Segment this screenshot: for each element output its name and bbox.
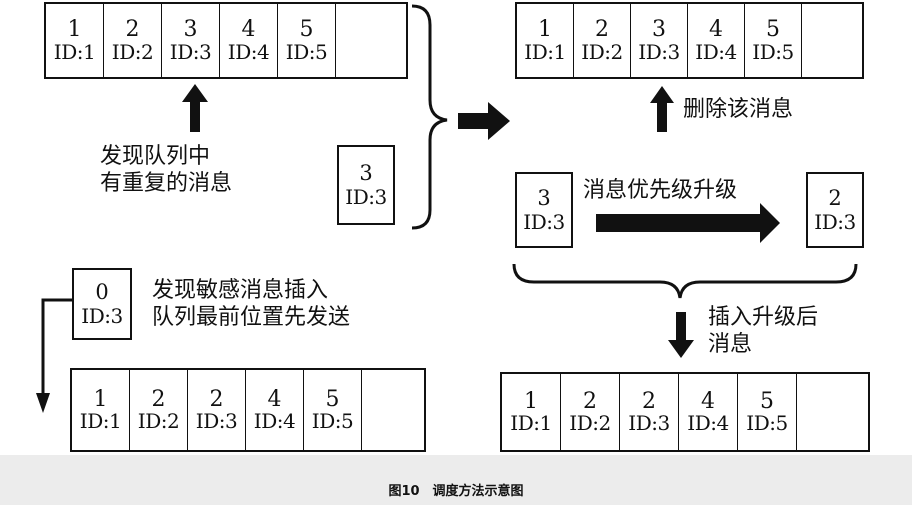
bottom-brace-icon — [512, 263, 858, 299]
right-brace-icon — [411, 4, 448, 230]
caption-bar — [0, 455, 912, 505]
right-arrow-icon — [458, 102, 510, 140]
right-arrow-icon — [596, 203, 780, 243]
found-duplicate-label: 发现队列中 有重复的消息 — [100, 144, 233, 196]
down-arrow-icon — [668, 312, 694, 358]
down-arrow-icon — [36, 393, 50, 413]
insert-upgraded-label: 插入升级后 消息 — [708, 305, 819, 357]
diagram-arrows — [36, 4, 858, 413]
priority-upgrade-label: 消息优先级升级 — [583, 178, 738, 203]
up-arrow-icon — [650, 86, 674, 132]
figure-caption: 图10 调度方法示意图 — [388, 484, 524, 499]
elbow-connector-line — [41, 298, 72, 395]
up-arrow-icon — [182, 84, 208, 132]
sensitive-insert-label: 发现敏感消息插入 队列最前位置先发送 — [152, 278, 351, 330]
delete-message-label: 删除该消息 — [683, 97, 794, 122]
